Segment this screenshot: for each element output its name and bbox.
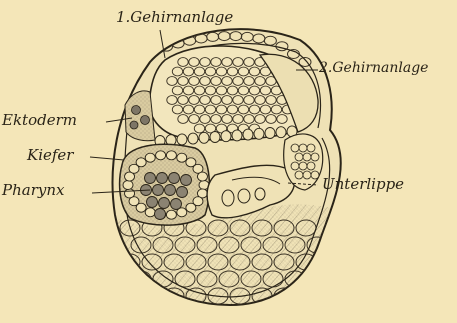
label-pharynx: Pharynx bbox=[2, 183, 64, 198]
floor-cell bbox=[265, 128, 275, 139]
jaw-cell bbox=[136, 158, 146, 167]
jaw-cell bbox=[186, 203, 196, 212]
right-cell bbox=[303, 171, 311, 179]
right-cell bbox=[291, 162, 299, 170]
right-cell bbox=[311, 153, 319, 161]
jaw-cell bbox=[125, 189, 135, 198]
mesenchyme-cell bbox=[120, 288, 140, 304]
floor-cell bbox=[177, 134, 187, 145]
label-1-gehirnanlage: 1.Gehirnanlage bbox=[116, 10, 233, 25]
right-cell bbox=[299, 162, 307, 170]
floor-cell bbox=[232, 130, 242, 141]
jaw-cell bbox=[123, 181, 133, 190]
pharynx-cell bbox=[157, 173, 168, 184]
right-cell bbox=[291, 144, 299, 152]
floor-cell bbox=[188, 133, 198, 144]
floor-cell bbox=[276, 127, 286, 138]
pharynx-cell bbox=[155, 209, 166, 220]
pharynx-cell bbox=[165, 185, 176, 196]
pharynx-cell bbox=[171, 199, 182, 210]
label-kiefer: Kiefer bbox=[27, 148, 73, 163]
pharynx-cell bbox=[181, 175, 192, 186]
right-cell bbox=[303, 153, 311, 161]
pharynx-cell bbox=[169, 173, 180, 184]
pharynx-cell bbox=[177, 187, 188, 198]
jaw-cell bbox=[166, 210, 176, 219]
jaw-cell bbox=[197, 172, 207, 181]
jaw-cell bbox=[166, 151, 176, 160]
right-cell bbox=[295, 153, 303, 161]
ektoderm-cells bbox=[125, 91, 155, 141]
pharynx-cell bbox=[159, 198, 170, 209]
label-2-gehirnanlage: 2.Gehirnanlage bbox=[319, 61, 428, 75]
floor-cell bbox=[243, 129, 253, 140]
right-cell bbox=[307, 144, 315, 152]
mesenchyme-cell bbox=[307, 271, 327, 287]
right-cell bbox=[299, 144, 307, 152]
label-unterlippe: Unterlippe bbox=[322, 177, 404, 192]
jaw-cell bbox=[177, 153, 187, 162]
floor-cell bbox=[221, 131, 231, 142]
mesenchyme-cell bbox=[296, 288, 316, 304]
jaw-cell bbox=[145, 153, 155, 162]
pharynx-cell bbox=[153, 185, 164, 196]
pharynx-cell bbox=[147, 197, 158, 208]
floor-cell bbox=[199, 132, 209, 143]
mesenchyme-cell bbox=[131, 271, 151, 287]
mesenchyme-cell bbox=[142, 288, 162, 304]
pharynx-cell bbox=[145, 173, 156, 184]
right-cell bbox=[307, 162, 315, 170]
floor-cell bbox=[210, 132, 220, 143]
jaw-cell bbox=[145, 208, 155, 217]
label-ektoderm: Ektoderm bbox=[2, 113, 77, 128]
floor-cell bbox=[254, 128, 264, 139]
jaw-cell bbox=[156, 151, 166, 160]
right-cell bbox=[295, 171, 303, 179]
right-cell bbox=[311, 171, 319, 179]
